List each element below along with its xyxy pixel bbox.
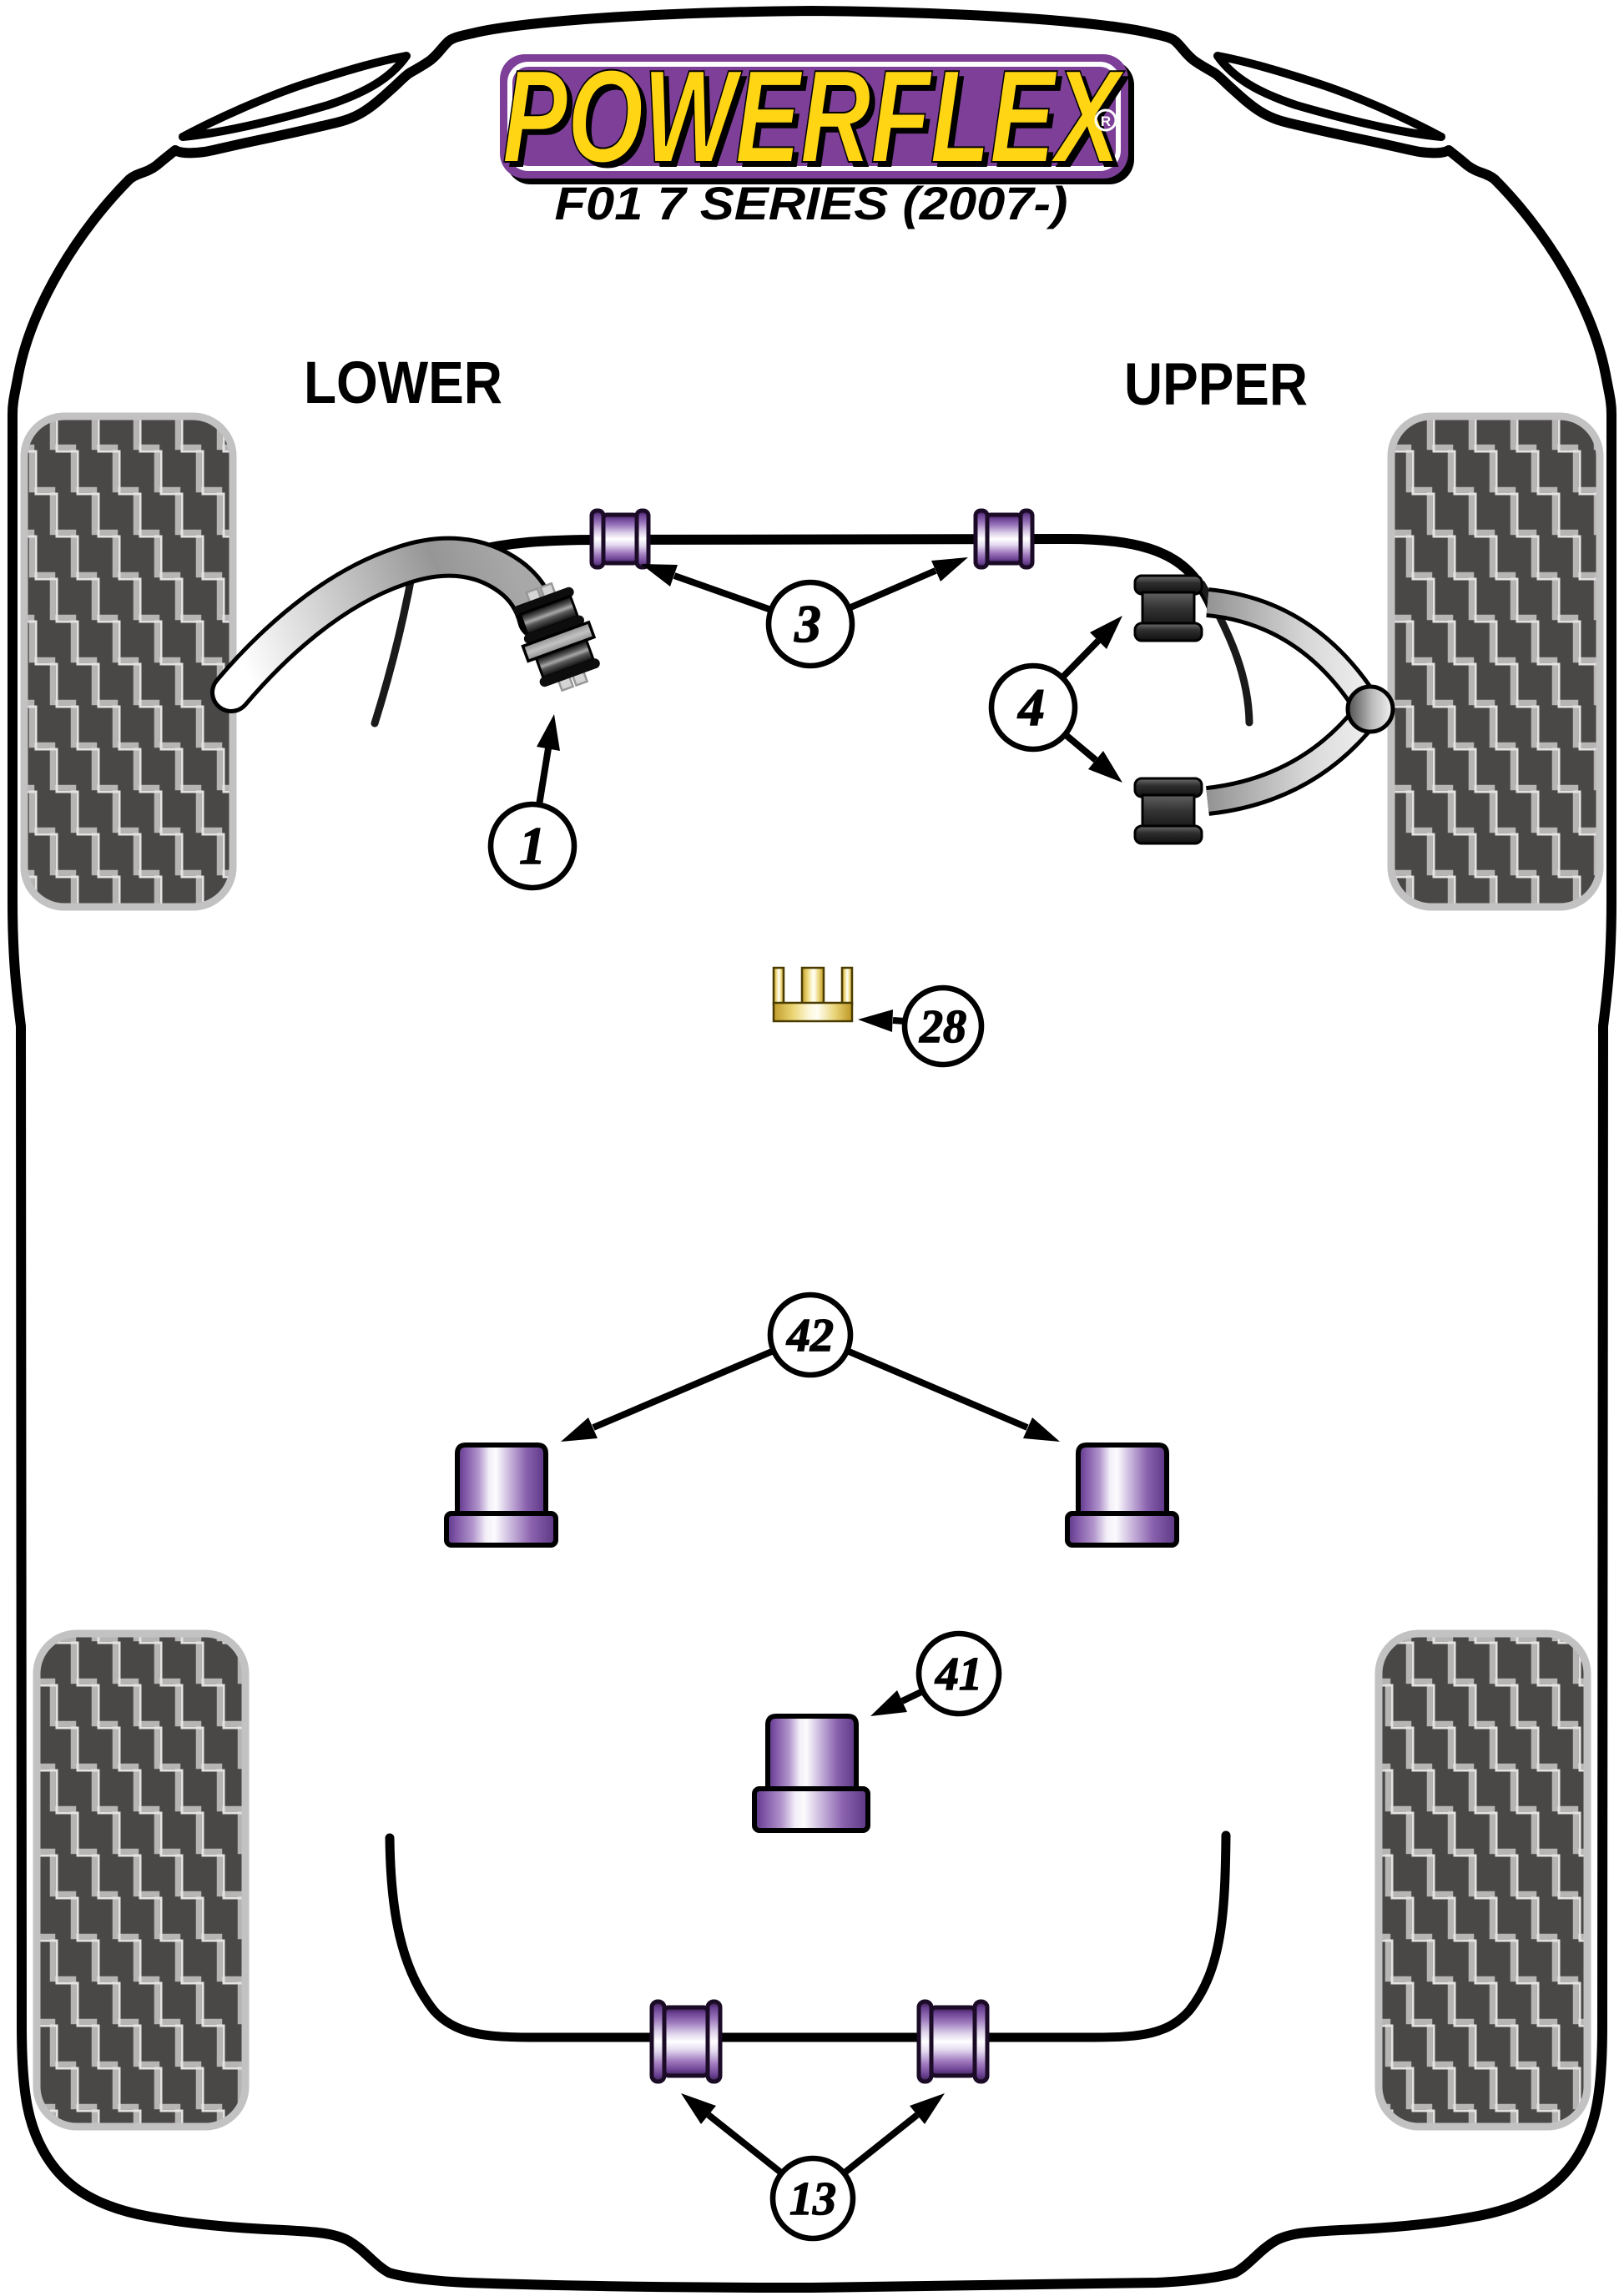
svg-text:F01 7 SERIES (2007-): F01 7 SERIES (2007-) (555, 177, 1068, 229)
svg-text:R: R (1101, 113, 1111, 129)
svg-text:3: 3 (794, 595, 821, 653)
svg-text:41: 41 (935, 1649, 982, 1700)
svg-text:POWERFLEX: POWERFLEX (507, 48, 1130, 195)
svg-text:4: 4 (1017, 678, 1045, 737)
svg-text:28: 28 (919, 1001, 966, 1053)
svg-text:42: 42 (786, 1310, 834, 1362)
svg-text:UPPER: UPPER (1124, 352, 1308, 418)
svg-text:1: 1 (519, 817, 546, 875)
svg-text:LOWER: LOWER (304, 350, 502, 416)
svg-text:13: 13 (789, 2173, 836, 2225)
svg-text:POWERFLEX: POWERFLEX (502, 43, 1125, 190)
